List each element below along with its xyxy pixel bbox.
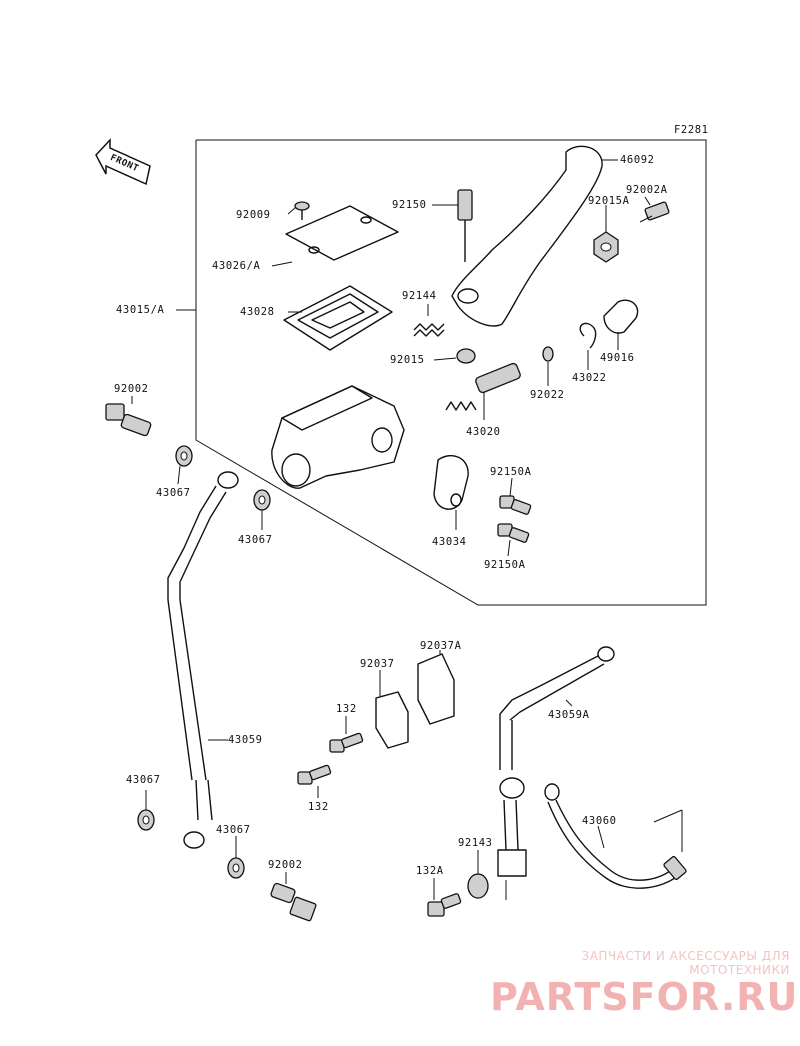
label-92150A-b: 92150A <box>484 559 526 571</box>
label-92150A-a: 92150A <box>490 466 532 478</box>
lever-46092 <box>451 145 618 327</box>
washer-43067-b <box>253 489 271 530</box>
nut-92015A <box>593 205 619 263</box>
banjo-bolt-92002-bottom <box>270 872 317 922</box>
bolt-132-b <box>297 764 332 798</box>
label-92037A: 92037A <box>420 640 462 652</box>
label-43020: 43020 <box>466 426 501 438</box>
label-92015A: 92015A <box>588 195 630 207</box>
label-43034: 43034 <box>432 536 467 548</box>
label-43015A: 43015/A <box>116 304 165 316</box>
label-92002-bottom: 92002 <box>268 859 303 871</box>
label-92002A: 92002A <box>626 184 668 196</box>
label-49016: 49016 <box>600 352 635 364</box>
brake-hose-43059 <box>167 471 239 849</box>
label-43067-a: 43067 <box>156 487 191 499</box>
assembly-outline <box>195 139 707 606</box>
front-arrow-icon: FRONT <box>95 138 151 186</box>
master-cylinder-body <box>271 385 405 489</box>
bolt-92002A <box>639 196 670 223</box>
brake-pipe-43060 <box>544 783 687 889</box>
label-43026A: 43026/A <box>212 260 261 272</box>
collar-92143 <box>467 850 507 900</box>
clip-43022 <box>579 322 597 370</box>
washer-43067-a <box>175 445 193 485</box>
label-132-a: 132 <box>336 703 357 715</box>
washer-43067-d <box>227 836 245 879</box>
label-92150: 92150 <box>392 199 427 211</box>
clamp-43034 <box>433 455 469 530</box>
bracket-92037 <box>375 670 409 749</box>
bolt-132-a <box>329 716 364 753</box>
bolt-92150 <box>432 189 473 262</box>
brake-hose-43059A <box>497 646 615 877</box>
label-92009: 92009 <box>236 209 271 221</box>
label-132A: 132A <box>416 865 444 877</box>
banjo-bolt-92002-top <box>105 396 152 437</box>
washer-92022 <box>542 346 554 386</box>
bolt-132A <box>427 878 462 917</box>
label-43022: 43022 <box>572 372 607 384</box>
bolt-92150A-b <box>497 523 530 557</box>
label-43028: 43028 <box>240 306 275 318</box>
label-43067-d: 43067 <box>216 824 251 836</box>
label-92037: 92037 <box>360 658 395 670</box>
label-92002-top: 92002 <box>114 383 149 395</box>
label-43067-c: 43067 <box>126 774 161 786</box>
screw-92009 <box>287 201 310 220</box>
label-43059: 43059 <box>228 734 263 746</box>
label-92022: 92022 <box>530 389 565 401</box>
diaphragm-43028 <box>283 285 393 351</box>
label-132-b: 132 <box>308 801 329 813</box>
cap-43026A <box>271 205 399 267</box>
washer-43067-c <box>137 790 155 831</box>
diagram-ref-code: F2281 <box>674 124 709 136</box>
label-92143: 92143 <box>458 837 493 849</box>
label-92015: 92015 <box>390 354 425 366</box>
piston-43020 <box>445 362 521 420</box>
label-43060: 43060 <box>582 815 617 827</box>
spring-92144 <box>413 304 445 337</box>
label-46092: 46092 <box>620 154 655 166</box>
label-92144: 92144 <box>402 290 437 302</box>
bracket-92037A <box>417 650 455 725</box>
label-43059A: 43059A <box>548 709 590 721</box>
label-43067-b: 43067 <box>238 534 273 546</box>
boot-49016 <box>603 299 639 350</box>
bolt-92150A-a <box>499 477 532 515</box>
nut-92015 <box>433 348 476 364</box>
